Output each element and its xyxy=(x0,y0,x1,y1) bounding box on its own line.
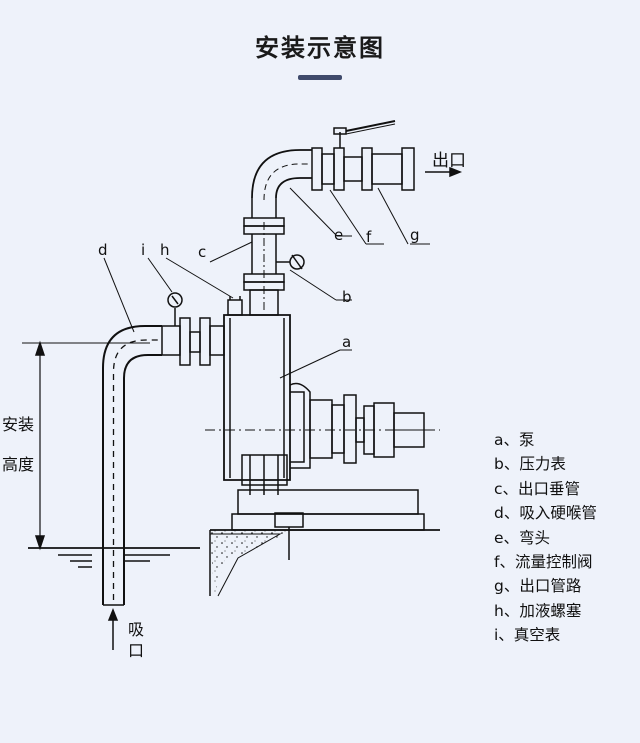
install-height-label-line1: 安装 xyxy=(2,415,34,434)
install-height-label-line2: 高度 xyxy=(2,455,34,474)
water-surface xyxy=(28,547,200,568)
motor-coupling xyxy=(289,382,430,469)
outlet-label: 出口 xyxy=(432,151,466,171)
legend-item-pump: a、泵 xyxy=(494,431,535,449)
pump-body xyxy=(205,296,440,495)
suction-hard-pipe xyxy=(102,325,162,650)
legend-item-elbow: e、弯头 xyxy=(494,528,551,547)
legend-item-outlet-pipeline: g、出口管路 xyxy=(494,577,582,596)
callout-d: d xyxy=(98,241,108,259)
pressure-gauge xyxy=(276,254,305,270)
inlet-label-line2: 口 xyxy=(128,641,144,660)
title-underline xyxy=(298,75,342,80)
suction-flange-assembly xyxy=(161,292,225,366)
callout-i: i xyxy=(141,241,145,259)
callout-g: g xyxy=(410,226,420,244)
install-height-dimension xyxy=(22,340,150,551)
legend-item-outlet-vertical-pipe: c、出口垂管 xyxy=(494,479,581,498)
callout-f: f xyxy=(366,228,372,246)
inlet-label-line1: 吸 xyxy=(128,620,144,639)
callout-b: b xyxy=(342,288,352,306)
legend-item-priming-plug: h、加液螺塞 xyxy=(494,601,582,620)
callout-h: h xyxy=(160,241,170,259)
outlet-vertical-pipe xyxy=(243,198,285,316)
callout-c: c xyxy=(198,243,206,261)
component-legend: a、泵 b、压力表 c、出口垂管 d、吸入硬喉管 e、弯头 f、流量控制阀 g、… xyxy=(494,428,597,648)
outlet-valve-assembly xyxy=(311,120,463,191)
legend-item-suction-hard-pipe: d、吸入硬喉管 xyxy=(494,504,597,523)
callout-a: a xyxy=(342,333,351,351)
legend-item-flow-control-valve: f、流量控制阀 xyxy=(494,553,593,572)
pump-base xyxy=(209,489,440,597)
legend-item-pressure-gauge: b、压力表 xyxy=(494,455,566,474)
page-title: 安装示意图 xyxy=(255,34,385,62)
outlet-elbow xyxy=(251,149,312,201)
legend-item-vacuum-gauge: i、真空表 xyxy=(494,626,561,645)
callout-leaders xyxy=(103,187,430,379)
callout-e: e xyxy=(334,226,343,244)
